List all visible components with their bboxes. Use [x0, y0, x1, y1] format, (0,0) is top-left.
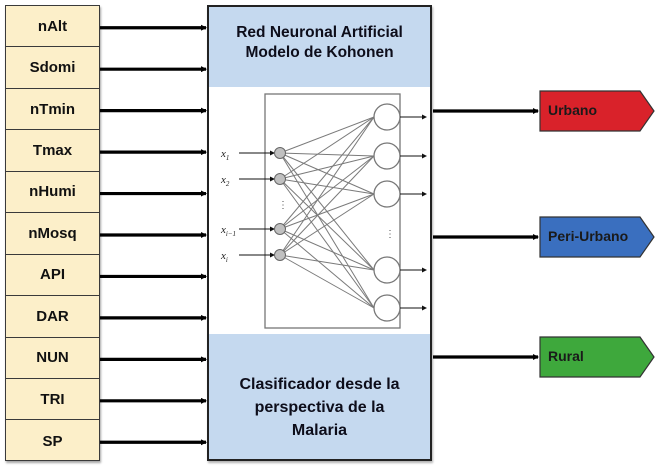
connection-line [279, 228, 375, 309]
input-box-api: API [6, 255, 99, 297]
output-label-peri-urbano: Peri-Urbano [548, 228, 629, 244]
connection-line [279, 254, 375, 309]
input-box-tmax: Tmax [6, 130, 99, 172]
connection-line [279, 116, 375, 154]
input-neuron [274, 223, 286, 235]
model-footer-line2: perspectiva de la [254, 399, 385, 416]
input-label: SP [42, 432, 63, 450]
network-input-label: x2 [220, 174, 230, 188]
input-label: nAlt [37, 17, 68, 35]
model-footer: Clasificador desde la perspectiva de la … [209, 373, 430, 442]
model-footer-line3: Malaria [291, 422, 348, 439]
connection-line [279, 116, 375, 256]
input-box-sdomi: Sdomi [6, 47, 99, 89]
input-label: DAR [36, 307, 69, 325]
input-variables-column: nAlt Sdomi nTmin Tmax nHumi nMosq API DA… [5, 5, 100, 461]
input-label: nTmin [30, 100, 75, 118]
input-label: nHumi [29, 183, 76, 201]
input-box-nhumi: nHumi [6, 172, 99, 214]
connection-line [279, 116, 375, 180]
input-neuron [274, 249, 286, 261]
input-box-ntmin: nTmin [6, 89, 99, 131]
model-title-line2: Modelo de Kohonen [245, 44, 394, 61]
input-box-sp: SP [6, 420, 99, 461]
connection-line [279, 254, 375, 271]
connection-line [279, 152, 375, 309]
network-input-label: xi [220, 250, 228, 264]
model-title: Red Neuronal Artificial Modelo de Kohone… [209, 23, 430, 63]
input-box-nmosq: nMosq [6, 213, 99, 255]
input-label: Sdomi [29, 59, 76, 77]
output-class-urbano [539, 90, 655, 132]
input-label: NUN [36, 349, 69, 367]
input-label: API [39, 266, 65, 284]
input-box-nun: NUN [6, 338, 99, 379]
connection-line [279, 116, 375, 230]
input-label: Tmax [32, 142, 73, 160]
connection-line [279, 193, 375, 230]
network-input-label: x1 [220, 148, 229, 162]
input-box-nalt: nAlt [6, 6, 99, 48]
output-label-urbano: Urbano [548, 102, 597, 118]
output-class-rural [539, 336, 655, 378]
output-class-peri-urbano [539, 216, 655, 258]
kohonen-model-box: Red Neuronal Artificial Modelo de Kohone… [207, 5, 432, 461]
input-box-tri: TRI [6, 379, 99, 421]
model-title-line1: Red Neuronal Artificial [236, 24, 403, 41]
connection-line [279, 152, 375, 157]
model-footer-line1: Clasificador desde la [239, 376, 400, 393]
connection-line [279, 193, 375, 256]
connection-line [279, 155, 375, 256]
connection-line [279, 155, 375, 180]
input-label: nMosq [28, 224, 77, 242]
input-label: TRI [40, 390, 65, 408]
input-box-dar: DAR [6, 296, 99, 338]
connection-line [279, 155, 375, 230]
network-frame [264, 93, 401, 329]
output-label-rural: Rural [548, 348, 584, 364]
output-ellipsis: ⋮ [385, 229, 395, 240]
input-neuron [274, 173, 286, 185]
input-ellipsis: ⋮ [278, 200, 288, 211]
input-neuron [274, 147, 286, 159]
connection-line [279, 178, 375, 309]
connection-line [279, 228, 375, 271]
